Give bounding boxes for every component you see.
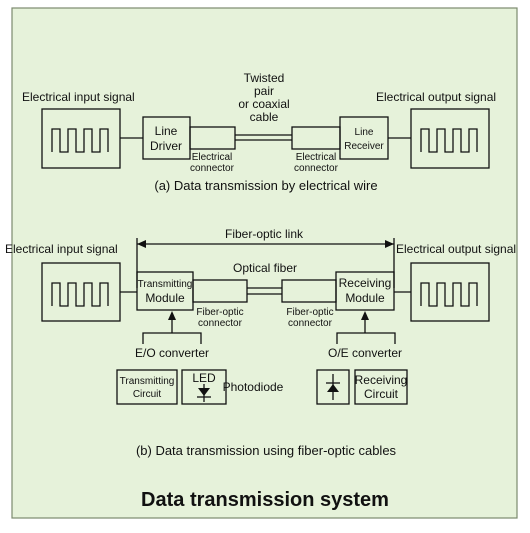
a-connector-right-label-2: connector (294, 163, 339, 174)
b-rx-circuit-label-2: Circuit (364, 387, 399, 401)
a-connector-right-label-1: Electrical (296, 152, 337, 163)
a-connector-left-box (189, 126, 236, 150)
a-cable-label-3: or coaxial (238, 97, 289, 111)
b-tx-module-label-1: Transmitting (138, 279, 193, 290)
b-led-label: LED (192, 371, 216, 385)
figure-title: Data transmission system (141, 489, 389, 511)
a-input-square-wave (51, 128, 109, 153)
b-rx-circuit-label-1: Receiving (355, 373, 408, 387)
panel-a: Electrical input signal Electrical outpu… (22, 71, 496, 193)
a-cable-label-4: cable (250, 110, 279, 124)
b-tx-circuit-label-2: Circuit (133, 389, 162, 400)
b-fiber-label: Optical fiber (233, 261, 297, 275)
b-eo-label: E/O converter (135, 346, 209, 360)
b-tx-circuit-box (116, 369, 178, 405)
a-output-label: Electrical output signal (376, 90, 496, 104)
b-link-arrowhead-right (385, 240, 394, 248)
b-eo-arrowhead (168, 311, 176, 320)
b-rx-circuit-box (354, 369, 408, 405)
a-cable-label-2: pair (254, 84, 274, 98)
b-input-square-wave (51, 282, 109, 307)
b-photodiode-label: Photodiode (223, 380, 284, 394)
b-photodiode-box (316, 369, 350, 405)
b-connector-left-label-1: Fiber-optic (196, 307, 243, 318)
b-oe-arrowhead (361, 311, 369, 320)
panel-b: Fiber-optic link Electrical input signal… (5, 227, 516, 458)
photodiode-icon (326, 374, 340, 400)
a-cable-label-1: Twisted (244, 71, 285, 85)
a-driver-label-1: Line (155, 124, 178, 138)
b-input-label: Electrical input signal (5, 242, 118, 256)
a-receiver-label-2: Receiver (344, 141, 384, 152)
b-link-label: Fiber-optic link (225, 227, 304, 241)
b-led-box (181, 369, 227, 405)
b-output-label: Electrical output signal (396, 242, 516, 256)
b-connector-left-box (192, 279, 248, 303)
b-tx-circuit-label-1: Transmitting (120, 376, 175, 387)
b-tx-module-label-2: Module (145, 291, 185, 305)
a-connector-left-label-2: connector (190, 163, 235, 174)
b-rx-module-label-2: Module (345, 291, 385, 305)
b-connector-left-label-2: connector (198, 318, 243, 329)
a-caption: (a) Data transmission by electrical wire (154, 178, 377, 193)
b-link-arrowhead-left (137, 240, 146, 248)
a-connector-left-label-1: Electrical (192, 152, 233, 163)
a-receiver-label-1: Line (355, 127, 374, 138)
b-oe-label: O/E converter (328, 346, 402, 360)
b-output-square-wave (420, 282, 478, 307)
b-connector-right-label-2: connector (288, 318, 333, 329)
b-connector-right-label-1: Fiber-optic (286, 307, 333, 318)
b-rx-module-label-1: Receiving (339, 276, 392, 290)
a-output-signal-box (410, 108, 490, 169)
b-rx-module-box (335, 271, 395, 311)
a-driver-label-2: Driver (150, 139, 182, 153)
a-output-square-wave (420, 128, 478, 153)
b-caption: (b) Data transmission using fiber-optic … (136, 443, 397, 458)
b-output-signal-box (410, 262, 490, 322)
b-oe-bracket (336, 332, 396, 344)
a-input-label: Electrical input signal (22, 90, 135, 104)
led-diode-icon (197, 384, 211, 402)
